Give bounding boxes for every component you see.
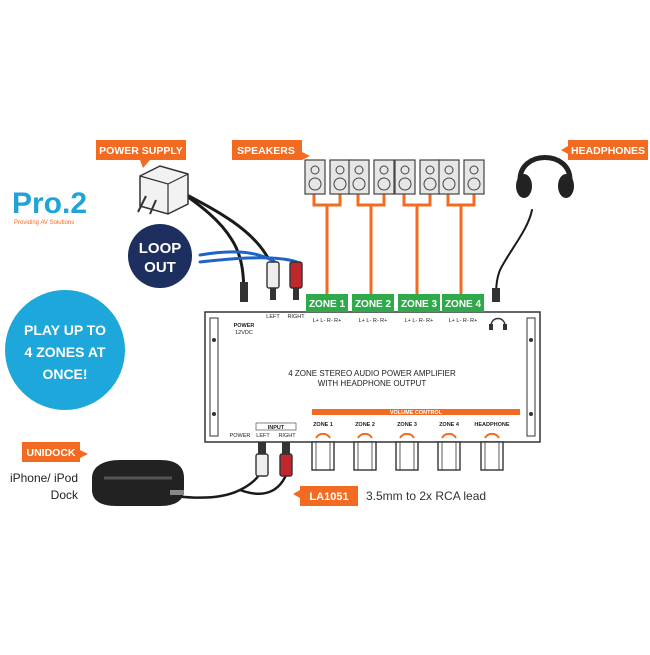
zone-3-terminals: L+ L- R- R+ (405, 318, 434, 324)
knob-arc (441, 432, 457, 439)
zone-terminal: ZONE 4 L+ L- R- R+ (442, 294, 484, 324)
power-rating: 12VDC (235, 330, 253, 336)
lead-code: LA1051 (309, 491, 348, 503)
power-adapter-icon (137, 165, 189, 215)
input-plug-red (279, 453, 293, 477)
zone-1-label: ZONE 1 (309, 299, 346, 310)
speaker (419, 159, 441, 195)
promo-line-1: PLAY UP TO (24, 322, 106, 338)
dc-plug (240, 282, 248, 302)
volume-knob-zone-4 (437, 441, 461, 471)
zone-2-label: ZONE 2 (355, 299, 392, 310)
rear-left-label: LEFT (266, 314, 280, 320)
speaker-wire-zone-3 (402, 193, 432, 294)
input-plug-white (255, 453, 269, 477)
front-left-label: LEFT (256, 433, 270, 439)
brand-tagline: Providing AV Solutions (14, 220, 74, 226)
zone-terminal: ZONE 3 L+ L- R- R+ (398, 294, 440, 324)
amplifier: POWER 12VDC LEFT RIGHT ZONE 1 L+ L- R- R… (204, 294, 541, 443)
dock-text-2: Dock (51, 488, 79, 502)
lead-description: 3.5mm to 2x RCA lead (366, 489, 486, 503)
dock-text-1: iPhone/ iPod (10, 471, 78, 485)
power-cable (176, 188, 246, 302)
front-input-plugs (255, 442, 293, 477)
unidock-label: UNIDOCK (27, 447, 76, 459)
rear-power-label: POWER (234, 323, 255, 329)
promo-badge: PLAY UP TO 4 ZONES AT ONCE! (5, 290, 125, 410)
speakers (304, 159, 485, 195)
knob-arc (399, 432, 415, 439)
knob-label: ZONE 3 (397, 422, 417, 428)
volume-knobs (311, 441, 504, 471)
dock-icon (92, 460, 184, 506)
loop-out-line-2: OUT (144, 259, 176, 276)
speaker-wire-zone-4 (446, 193, 476, 294)
speaker-wire-zone-2 (356, 193, 386, 294)
speaker (463, 159, 485, 195)
zone-terminal: ZONE 2 L+ L- R- R+ (352, 294, 394, 324)
zone-4-terminals: L+ L- R- R+ (449, 318, 478, 324)
knob-arc (357, 432, 373, 439)
speaker (329, 159, 351, 195)
headphone-plug (492, 288, 500, 302)
lead-callout: LA1051 (293, 486, 358, 506)
brand-name: Pro.2 (12, 187, 87, 220)
brand-logo: Pro.2 Providing AV Solutions (12, 187, 87, 226)
volume-knob-zone-2 (353, 441, 377, 471)
headphone-jack-icon (490, 317, 506, 327)
headphones-icon (516, 155, 574, 198)
loop-out-badge: LOOP OUT (128, 224, 192, 288)
knob-label: ZONE 1 (313, 422, 333, 428)
rca-plug-white (266, 261, 280, 289)
unidock-callout: UNIDOCK (22, 442, 88, 462)
promo-line-2: 4 ZONES AT (25, 344, 106, 360)
power-supply-callout: POWER SUPPLY (96, 140, 186, 168)
amplifier-title-1: 4 ZONE STEREO AUDIO POWER AMPLIFIER (288, 369, 456, 378)
speakers-label: SPEAKERS (237, 145, 295, 157)
speaker-wires (312, 193, 476, 294)
speaker-wire-zone-1 (312, 193, 342, 294)
headphones-label: HEADPHONES (571, 145, 645, 157)
promo-line-3: ONCE! (42, 366, 87, 382)
knob-label: ZONE 2 (355, 422, 375, 428)
zone-3-label: ZONE 3 (401, 299, 438, 310)
knob-arc (315, 432, 331, 439)
volume-control-bar (312, 409, 520, 415)
volume-knob-zone-1 (311, 441, 335, 471)
speaker (394, 159, 416, 195)
zone-2-terminals: L+ L- R- R+ (359, 318, 388, 324)
input-label: INPUT (268, 425, 285, 431)
front-right-label: RIGHT (278, 433, 296, 439)
zone-1-terminals: L+ L- R- R+ (313, 318, 342, 324)
speakers-callout: SPEAKERS (232, 140, 310, 160)
rear-plugs (240, 261, 500, 302)
headphone-cord (495, 209, 533, 301)
zone-4-label: ZONE 4 (445, 299, 482, 310)
knob-arc (484, 432, 500, 439)
speaker (348, 159, 370, 195)
headphones-callout: HEADPHONES (561, 140, 648, 160)
volume-knob-headphone (480, 441, 504, 471)
speaker (438, 159, 460, 195)
rear-right-label: RIGHT (287, 314, 305, 320)
loop-out-line-1: LOOP (139, 240, 182, 257)
speaker (373, 159, 395, 195)
front-power-label: POWER (230, 433, 251, 439)
volume-knob-zone-3 (395, 441, 419, 471)
knob-label: HEADPHONE (474, 422, 509, 428)
knob-label: ZONE 4 (439, 422, 460, 428)
speaker (304, 159, 326, 195)
rca-plug-red (289, 261, 303, 289)
power-supply-label: POWER SUPPLY (99, 145, 183, 157)
zone-terminal: ZONE 1 L+ L- R- R+ (306, 294, 348, 324)
amplifier-title-2: WITH HEADPHONE OUTPUT (318, 379, 427, 388)
loop-cable-blue-2 (198, 256, 299, 264)
volume-control-label: VOLUME CONTROL (390, 410, 443, 416)
